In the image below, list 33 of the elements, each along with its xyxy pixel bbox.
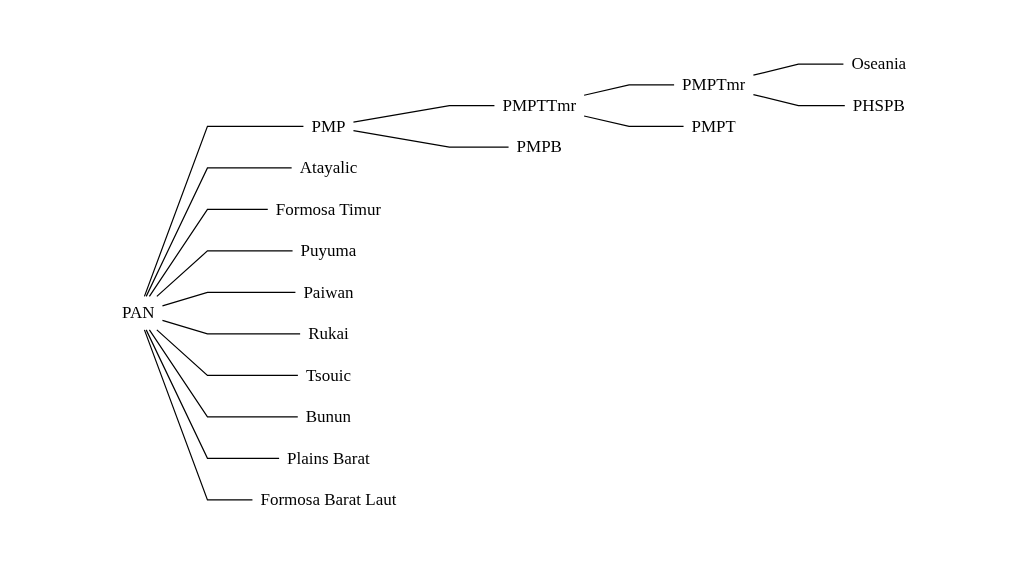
node-text: Paiwan [303, 282, 354, 302]
connector [162, 319, 302, 335]
connector [156, 250, 294, 297]
node-text: Bunun [306, 407, 352, 427]
connector [146, 329, 281, 459]
node-text: PMPTTmr [502, 95, 577, 115]
connector [149, 329, 299, 418]
connector [144, 125, 305, 297]
connector [353, 105, 496, 123]
node-text: PMPT [691, 116, 737, 136]
node-text: Formosa Barat Laut [260, 490, 397, 510]
node-text: PMPTmr [682, 75, 746, 95]
node-text: Formosa Timur [276, 199, 382, 219]
node-text: Tsouic [306, 365, 352, 385]
connector [149, 208, 269, 297]
connector [583, 115, 685, 127]
node-text: Puyuma [300, 241, 357, 261]
node-text: PAN [122, 303, 155, 323]
node-text: Atayalic [300, 158, 358, 178]
node-text: PMP [311, 116, 346, 136]
node-text: Oseania [851, 54, 907, 74]
connector [753, 63, 845, 76]
connector [146, 167, 293, 297]
node-text: Rukai [308, 324, 350, 344]
node-text: PHSPB [853, 95, 906, 115]
node-text: Plains Barat [287, 448, 371, 468]
node-text: PMPB [516, 137, 563, 157]
connector [162, 291, 297, 307]
connector [353, 130, 510, 148]
connector [583, 84, 676, 96]
connector [144, 329, 254, 501]
connector [753, 94, 846, 107]
connector [156, 329, 299, 376]
